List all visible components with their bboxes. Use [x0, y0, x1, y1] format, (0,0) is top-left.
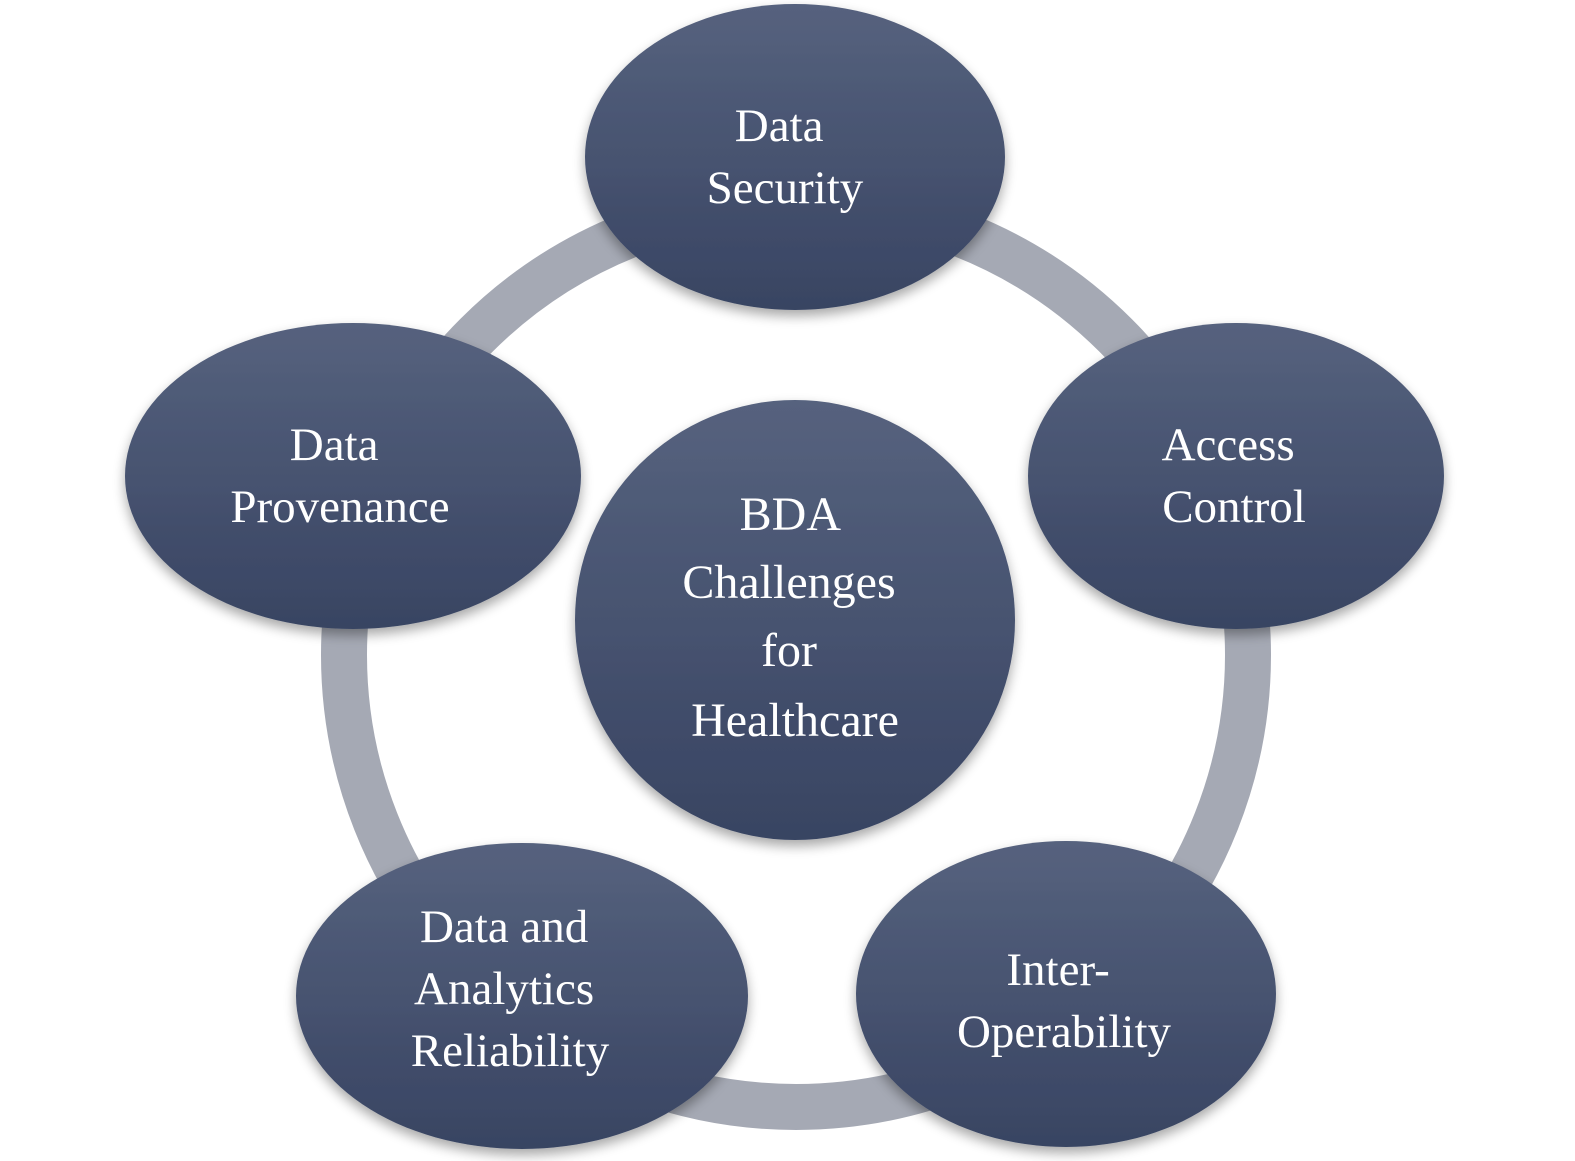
- node-data-security: Data Security: [585, 4, 1005, 310]
- node-data-security-line-1: Data: [735, 100, 824, 152]
- node-data-provenance-line-2: Provenance: [230, 481, 449, 533]
- node-data-security-ellipse: [585, 4, 1005, 310]
- node-data-analytics-reliability-label: Data and Analytics Reliability: [411, 901, 610, 1077]
- node-inter-operability-label: Inter- Operability: [957, 944, 1172, 1058]
- node-data-analytics-reliability-ellipse: [296, 843, 748, 1149]
- node-data-analytics-reliability: Data and Analytics Reliability: [296, 843, 748, 1149]
- node-data-analytics-reliability-line-2: Analytics: [414, 963, 594, 1015]
- center-line-2: Challenges: [682, 556, 895, 609]
- node-inter-operability-ellipse: [856, 841, 1276, 1147]
- node-access-control-label: Access Control: [1162, 419, 1307, 533]
- node-data-provenance-line-1: Data: [290, 419, 379, 471]
- center-node: BDA Challenges for Healthcare: [575, 400, 1015, 840]
- node-access-control: Access Control: [1028, 323, 1444, 629]
- node-data-analytics-reliability-line-1: Data and: [420, 901, 588, 953]
- node-inter-operability: Inter- Operability: [856, 841, 1276, 1147]
- node-data-security-line-2: Security: [707, 162, 864, 214]
- node-data-security-label: Data Security: [707, 100, 864, 214]
- center-node-circle: [575, 400, 1015, 840]
- node-inter-operability-line-1: Inter-: [1006, 944, 1109, 996]
- center-node-label: BDA Challenges for Healthcare: [682, 488, 907, 747]
- center-line-3: for: [761, 624, 817, 677]
- node-access-control-line-1: Access: [1162, 419, 1295, 471]
- node-data-analytics-reliability-line-3: Reliability: [411, 1025, 610, 1077]
- node-data-provenance: Data Provenance: [125, 323, 581, 629]
- center-line-4: Healthcare: [691, 694, 899, 747]
- node-access-control-line-2: Control: [1162, 481, 1306, 533]
- center-line-1: BDA: [740, 488, 842, 541]
- node-inter-operability-line-2: Operability: [957, 1006, 1172, 1058]
- node-data-provenance-ellipse: [125, 323, 581, 629]
- node-data-provenance-label: Data Provenance: [230, 419, 449, 533]
- node-access-control-ellipse: [1028, 323, 1444, 629]
